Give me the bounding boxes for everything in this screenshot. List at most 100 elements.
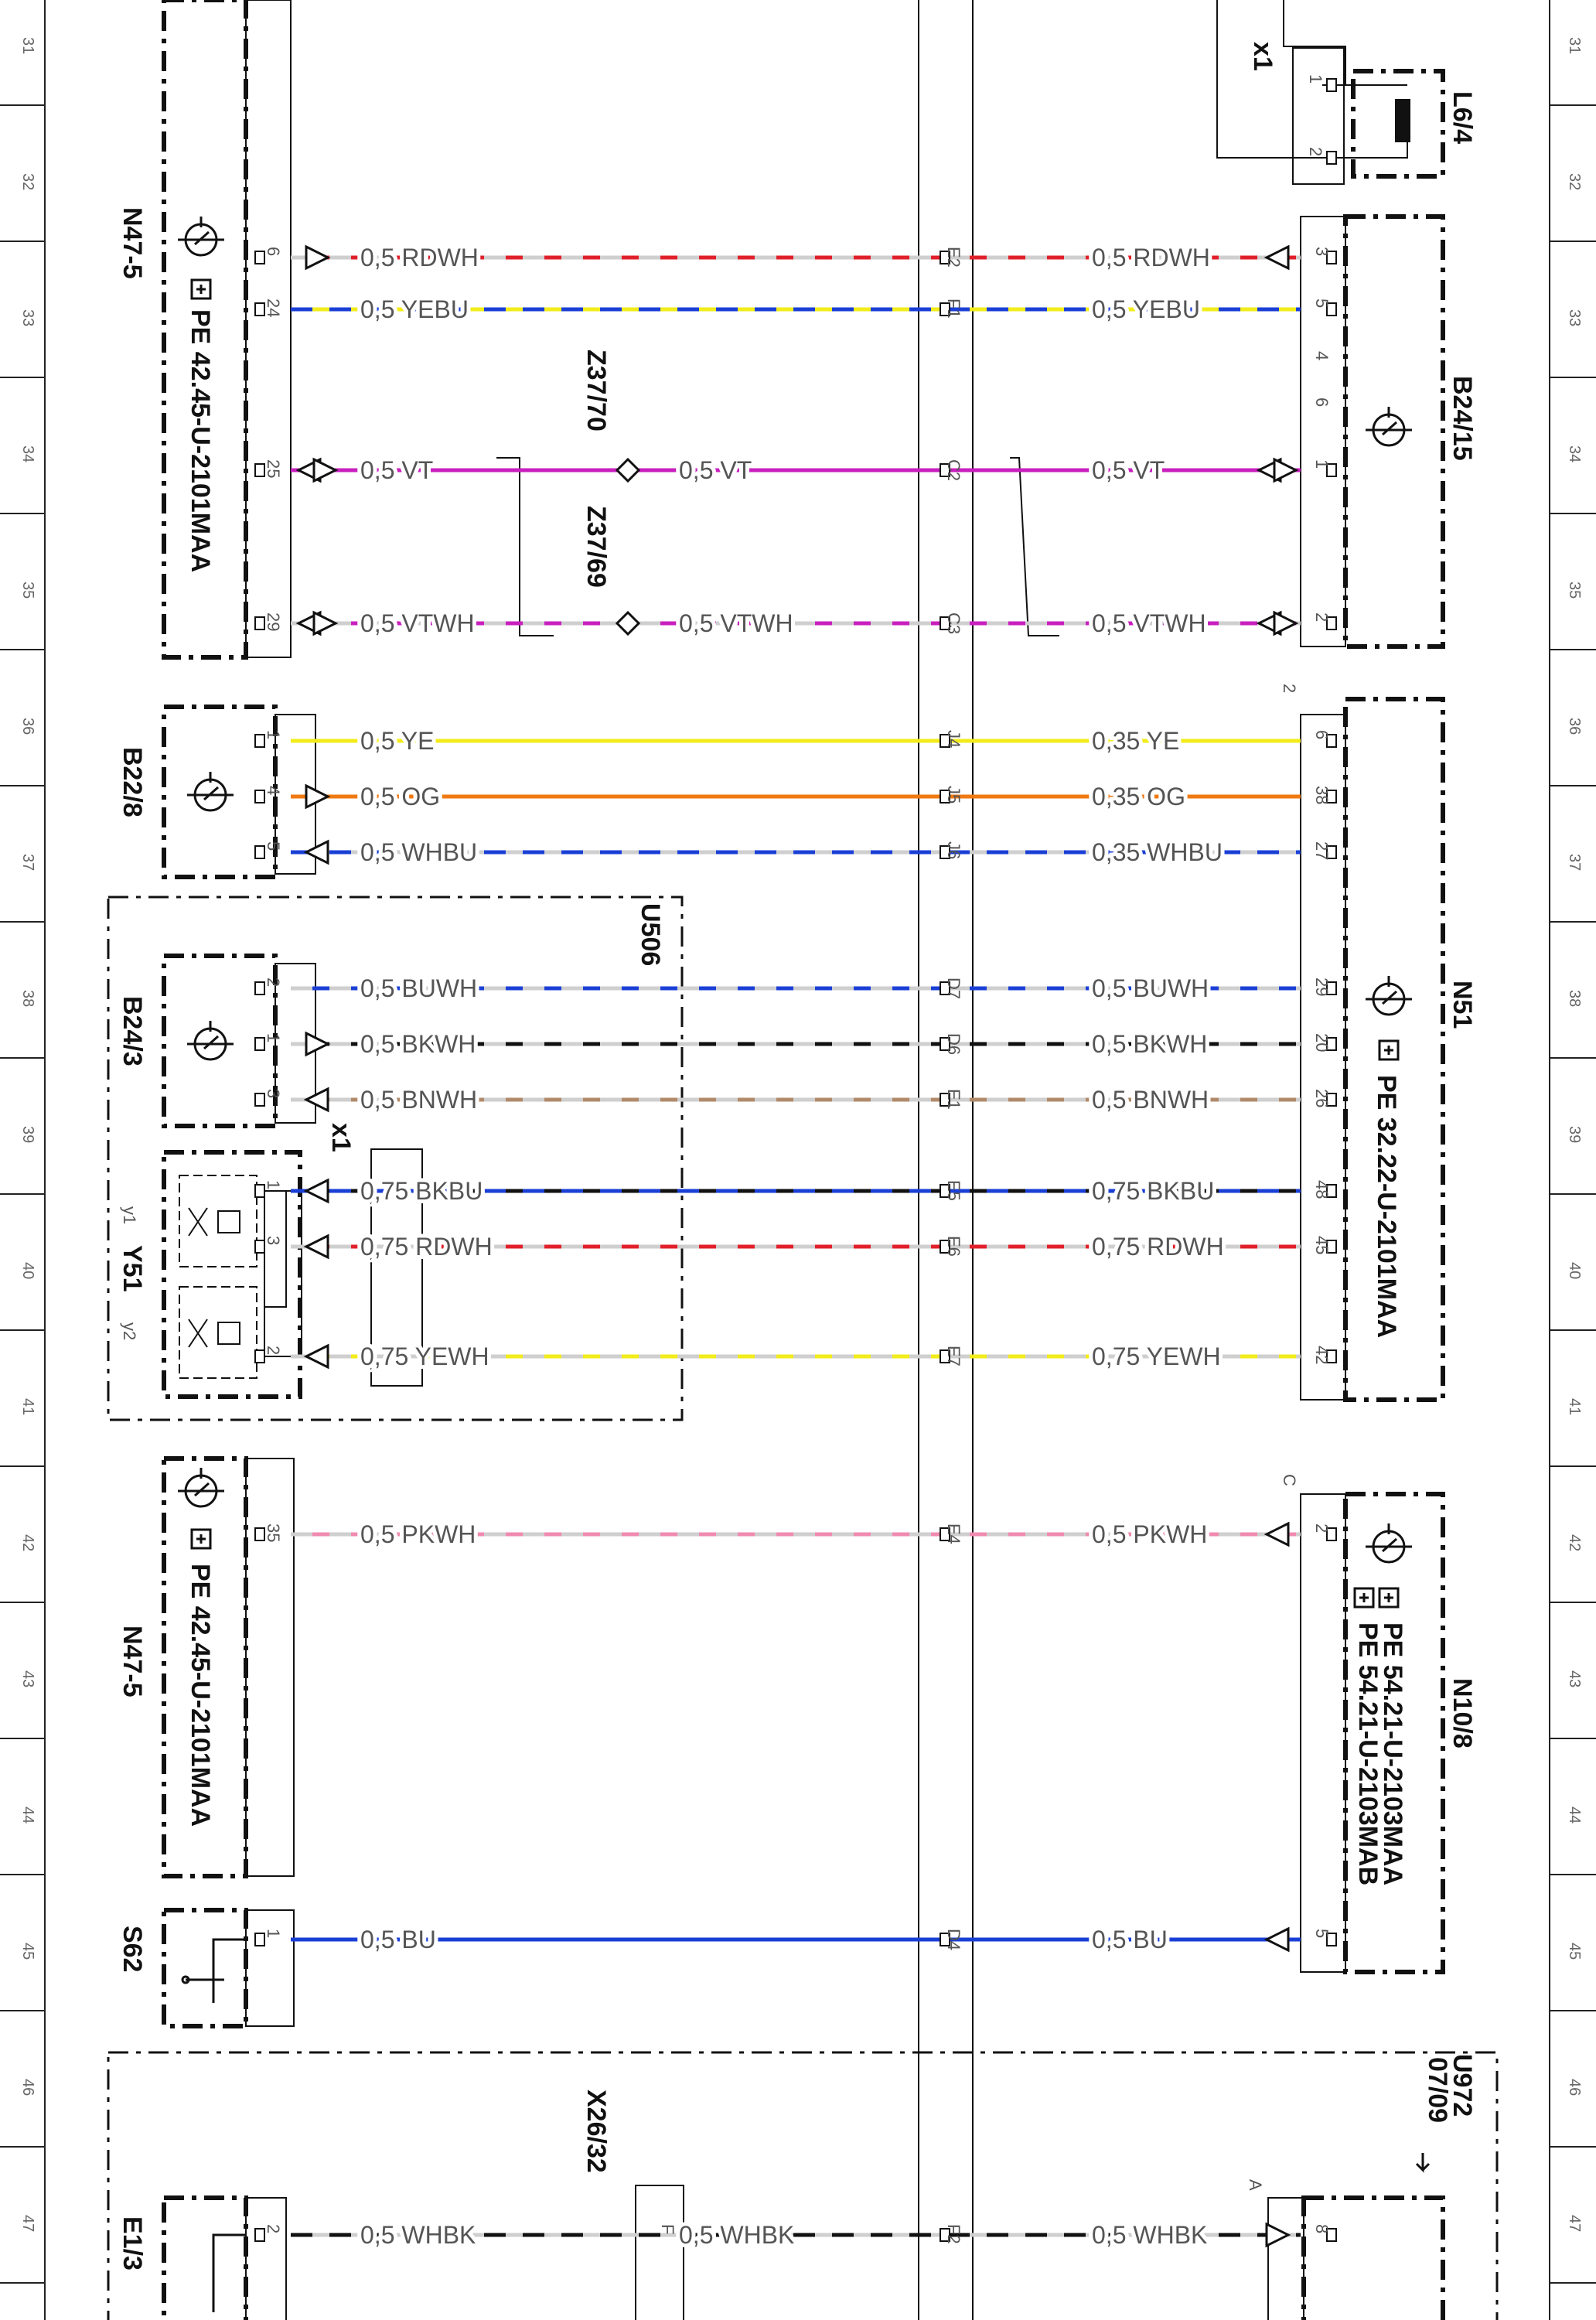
right-pin-number: 3 — [1312, 247, 1332, 256]
ruler-row-label-right: 31 — [1566, 37, 1583, 54]
direction-arrow-icon — [303, 839, 329, 865]
ruler-row-label-right: 42 — [1566, 1534, 1583, 1551]
pe-reference-n51: PE 32.22-U-2101MAA — [1372, 1075, 1401, 1338]
sensor-icon — [187, 772, 234, 812]
component-label-n47-top: N47-5 — [118, 207, 147, 279]
direction-arrow-icon — [1264, 244, 1290, 271]
right-pin-terminal — [1326, 2228, 1337, 2242]
pe-reference-icon — [1353, 1587, 1375, 1609]
n51-box — [1343, 697, 1445, 1402]
ruler-row-label-left: 44 — [19, 1807, 36, 1824]
frame-label-u506: U506 — [636, 903, 665, 966]
ruler-row-label-right: 39 — [1566, 1126, 1583, 1143]
left-pin-terminal — [254, 845, 265, 859]
x1-l64-connector — [1292, 47, 1345, 185]
wire-label-right: 0,5 BNWH — [1092, 1086, 1209, 1114]
right-pin-terminal — [1326, 1933, 1337, 1946]
wire-label-right: 0,35 OG — [1092, 783, 1185, 810]
wire-label-right: 0,75 BKBU — [1092, 1177, 1214, 1205]
left-pin-terminal — [254, 251, 265, 264]
left-pin-number: 6 — [264, 247, 283, 256]
left-pin-terminal — [254, 1527, 265, 1541]
wire-label-left: 0,5 OG — [360, 783, 440, 810]
wire-label-right: 0,75 RDWH — [1092, 1233, 1224, 1261]
wire-label-left: 0,5 BUWH — [360, 974, 477, 1002]
valve-label-y2: y2 — [120, 1322, 139, 1340]
bus-connector-terminal — [940, 1184, 950, 1198]
right-pin-number: 2 — [1312, 612, 1332, 622]
down-arrow-icon — [1415, 2153, 1431, 2173]
direction-arrow-icon — [305, 1031, 331, 1057]
right-pin-number: 5 — [1312, 1929, 1332, 1938]
u972-frame — [107, 2051, 1499, 2320]
wire-label-right: 0,35 WHBU — [1092, 838, 1223, 866]
bus-connector-id: D7 — [944, 977, 963, 999]
ruler-row-label-left: 35 — [19, 582, 36, 599]
pe-reference-n108-b: PE 54.21-U-2103MAB — [1353, 1622, 1383, 1885]
left-pin-number: 2 — [264, 2224, 283, 2233]
direction-arrow-icon — [1264, 1521, 1290, 1547]
direction-arrow-icon — [303, 1343, 329, 1370]
pe-reference-n47-bottom: PE 42.45-U-2101MAA — [186, 1564, 215, 1827]
wire-label-left: 0,5 WHBK — [360, 2221, 476, 2249]
ruler-row-label-left: 38 — [19, 990, 36, 1007]
direction-arrow-icon — [305, 783, 331, 810]
ruler-row-label-left: 39 — [19, 1126, 36, 1143]
left-pin-number: 1 — [264, 1180, 283, 1189]
x1-y51-connector — [370, 1148, 423, 1387]
ruler-row-label-left: 31 — [19, 37, 36, 54]
pe-reference-icon — [1378, 1039, 1400, 1061]
frame-label-u972: U972 — [1448, 2054, 1477, 2117]
direction-arrow-icon — [303, 1178, 329, 1204]
left-pin-terminal — [254, 981, 265, 995]
wire-label-right: 0,5 BUWH — [1092, 974, 1209, 1002]
twist-bracket-right — [1010, 457, 1059, 636]
pin-number: 2 — [1280, 684, 1299, 693]
wire-label-right: 0,5 VTWH — [1092, 609, 1206, 637]
pin-terminal — [1326, 78, 1337, 92]
ruler-row-label-right: 32 — [1566, 173, 1583, 190]
wire-label-mid: 0,5 VTWH — [679, 609, 793, 637]
wires-layer — [291, 255, 1301, 2237]
bus-connector-id: D6 — [944, 1033, 963, 1055]
left-pin-number: 2 — [264, 977, 283, 987]
b2415-box — [1343, 214, 1445, 649]
sensor-icon — [187, 1021, 234, 1061]
right-pin-number: 27 — [1312, 841, 1332, 860]
wire-label-mid: 0,5 WHBK — [679, 2221, 794, 2249]
ruler-row-label-right: 33 — [1566, 309, 1583, 326]
pe-reference-n108-a: PE 54.21-U-2103MAA — [1378, 1622, 1407, 1885]
y51-box — [162, 1150, 302, 1399]
e13-lamp-wire — [212, 2233, 246, 2312]
component-label-e13: E1/3 — [118, 2216, 147, 2271]
pin-number: 2 — [1306, 147, 1325, 156]
splice-label-z3769: Z37/69 — [581, 506, 611, 588]
direction-arrow-icon — [303, 1233, 329, 1260]
b243-box — [162, 954, 278, 1128]
left-pin-terminal — [254, 616, 265, 630]
left-pin-number: 1 — [264, 730, 283, 739]
ruler-row-label-right: 34 — [1566, 445, 1583, 462]
ruler-row-label-left: 47 — [19, 2215, 36, 2232]
sensor-icon — [1366, 407, 1412, 447]
n47-top-pin-strip — [245, 0, 292, 658]
bus-connector-terminal — [940, 981, 950, 995]
right-pin-terminal — [1326, 1240, 1337, 1254]
wire-label-left: 0,5 BNWH — [360, 1086, 477, 1114]
left-pin-number: 3 — [264, 1089, 283, 1098]
bus-connector-id: J4 — [944, 730, 963, 748]
bus-connector-terminal — [940, 2228, 950, 2242]
bus-connector-terminal — [940, 734, 950, 748]
bidirectional-arrow-icon — [295, 457, 339, 483]
bus-connector-terminal — [940, 1933, 950, 1946]
valve-label-y1: y1 — [120, 1206, 139, 1224]
right-pin-terminal — [1326, 463, 1337, 477]
n51-pin-strip — [1300, 714, 1346, 1401]
right-pin-terminal — [1326, 1184, 1337, 1198]
ruler-row-label-right: 38 — [1566, 990, 1583, 1007]
bus-connector-id: E2 — [944, 247, 963, 268]
right-pin-terminal — [1326, 251, 1337, 264]
bus-connector-terminal — [940, 845, 950, 859]
